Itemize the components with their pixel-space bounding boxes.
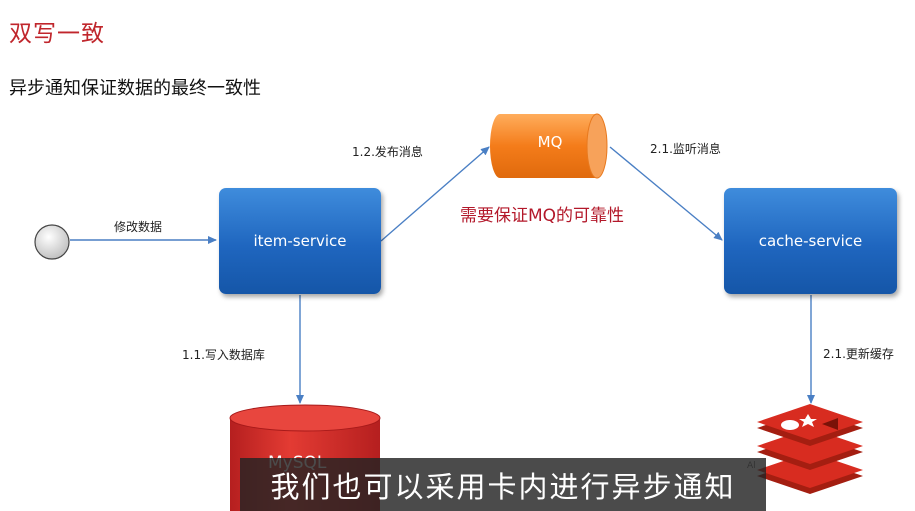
edge-label-listen: 2.1.监听消息: [650, 142, 721, 156]
edge-label-modify: 修改数据: [114, 220, 163, 234]
cache-service-box: cache-service: [724, 188, 897, 294]
reliability-note: 需要保证MQ的可靠性: [460, 206, 625, 226]
item-service-label: item-service: [253, 232, 347, 250]
edge-label-update-cache: 2.1.更新缓存: [823, 347, 894, 361]
redis-logo-icon: [757, 404, 863, 494]
edge-label-publish: 1.2.发布消息: [352, 145, 423, 159]
arrow-publish: [380, 146, 490, 242]
mq-label: MQ: [537, 133, 563, 151]
page-subtitle: 异步通知保证数据的最终一致性: [9, 78, 261, 99]
page-title: 双写一致: [9, 21, 105, 47]
edge-label-write-db: 1.1.写入数据库: [182, 348, 265, 362]
subtitle-caption: 我们也可以采用卡内进行异步通知: [240, 458, 766, 511]
item-service-box: item-service: [219, 188, 381, 294]
arrow-listen: [609, 146, 723, 241]
start-node: [34, 224, 70, 260]
mq-queue-icon: [490, 113, 608, 179]
cache-service-label: cache-service: [758, 232, 863, 250]
